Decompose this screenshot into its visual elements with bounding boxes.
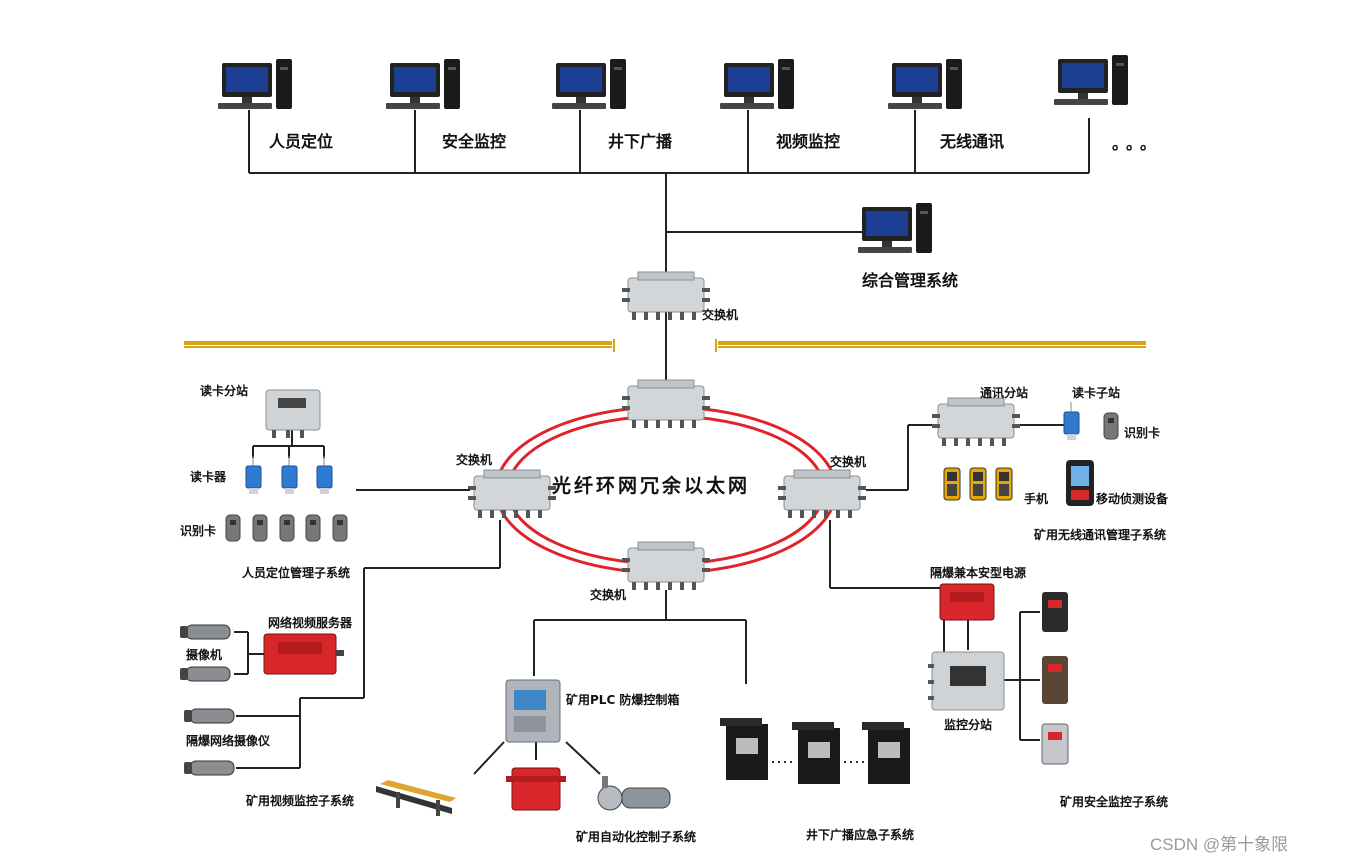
mobile-detector-label: 移动侦测设备 — [1096, 492, 1169, 506]
computer-safety-icon — [386, 59, 460, 109]
id-card-label: 识别卡 — [180, 524, 217, 538]
ring-switch-left-label: 交换机 — [456, 453, 493, 467]
computer-wireless-icon — [888, 59, 962, 109]
connections — [234, 424, 1064, 775]
personnel-subsystem-title: 人员定位管理子系统 — [242, 566, 351, 580]
ring-switch-bottom-label: 交换机 — [590, 588, 627, 602]
ring-switch-right-icon — [777, 469, 867, 519]
ring-switch-left-icon — [467, 469, 557, 519]
power-supply-label: 隔爆兼本安型电源 — [930, 566, 1027, 580]
card-reader-station-label: 读卡分站 — [200, 384, 249, 398]
mobile-detector-icon — [1066, 460, 1094, 506]
camera-2-icon — [179, 666, 231, 682]
ip-camera-1-icon — [183, 708, 235, 724]
phone-3-icon — [995, 467, 1013, 501]
speaker-1-icon — [720, 718, 768, 780]
card-reader-3-icon — [316, 455, 333, 495]
sensor-2-icon — [1042, 656, 1068, 704]
top-system-label: 无线通讯 — [940, 132, 1005, 151]
broadcast-subsystem-title: 井下广播应急子系统 — [806, 828, 915, 842]
ring-switch-bottom-icon — [621, 541, 711, 591]
top-system-label: 。。。 — [1112, 134, 1163, 153]
pump-icon — [597, 776, 671, 811]
id-card-4-icon — [305, 514, 321, 542]
monitoring-station-icon — [928, 651, 1005, 711]
wireless-card-label: 识别卡 — [1124, 426, 1161, 440]
top-system-label: 井下广播 — [608, 132, 673, 151]
card-reader-2-icon — [281, 455, 298, 495]
ip-camera-label: 隔爆网络摄像仪 — [186, 734, 271, 748]
computer-broadcast-icon — [552, 59, 626, 109]
speaker-2-icon — [792, 722, 840, 784]
computer-personnel-icon — [218, 59, 292, 109]
top-system-label: 视频监控 — [776, 132, 841, 151]
ground-surface — [184, 339, 1146, 352]
id-card-2-icon — [252, 514, 268, 542]
computer-video-icon — [720, 59, 794, 109]
card-reader-1-icon — [245, 455, 262, 495]
video-server-icon — [263, 633, 344, 675]
plc-control-box-icon — [505, 679, 561, 743]
automation-subsystem-title: 矿用自动化控制子系统 — [576, 830, 697, 844]
watermark: CSDN @第十象限 — [1150, 835, 1289, 854]
video-subsystem-title: 矿用视频监控子系统 — [246, 794, 355, 808]
video-server-label: 网络视频服务器 — [268, 616, 353, 630]
top-system-label: 安全监控 — [442, 132, 507, 151]
management-system-label: 综合管理系统 — [862, 271, 959, 290]
monitoring-station-label: 监控分站 — [944, 718, 993, 732]
comm-station-icon — [931, 397, 1021, 447]
wireless-reader-icon — [1063, 401, 1080, 441]
management-computer-icon — [858, 203, 932, 253]
intrinsic-power-supply-icon — [939, 583, 995, 621]
ip-camera-2-icon — [183, 760, 235, 776]
ring-switch-right-label: 交换机 — [830, 455, 867, 469]
explosion-proof-switch-icon — [506, 767, 566, 811]
conveyor-icon — [376, 780, 456, 816]
id-card-1-icon — [225, 514, 241, 542]
ring-title: 光纤环网冗余以太网 — [552, 475, 751, 497]
sensor-3-icon — [1041, 723, 1069, 765]
core-switch-label: 交换机 — [702, 308, 739, 322]
comm-station-label: 通讯分站 — [980, 386, 1029, 400]
phone-1-icon — [943, 467, 961, 501]
computer-more-icon — [1054, 55, 1128, 105]
camera-label: 摄像机 — [186, 648, 223, 662]
id-card-5-icon — [332, 514, 348, 542]
wireless-reader-label: 读卡子站 — [1072, 386, 1121, 400]
wireless-card-icon — [1103, 412, 1119, 440]
top-bus — [248, 110, 1090, 386]
phone-label: 手机 — [1024, 492, 1049, 506]
top-system-label: 人员定位 — [269, 132, 334, 151]
plc-label: 矿用PLC 防爆控制箱 — [566, 693, 680, 707]
ring-switch-top-icon — [621, 379, 711, 429]
card-reader-label: 读卡器 — [190, 470, 227, 484]
safety-subsystem-title: 矿用安全监控子系统 — [1060, 795, 1169, 809]
card-reader-station-icon — [265, 389, 321, 438]
speaker-3-icon — [862, 722, 910, 784]
phone-2-icon — [969, 467, 987, 501]
camera-1-icon — [179, 624, 231, 640]
id-card-3-icon — [279, 514, 295, 542]
sensor-1-icon — [1042, 592, 1068, 632]
wireless-subsystem-title: 矿用无线通讯管理子系统 — [1034, 528, 1167, 542]
